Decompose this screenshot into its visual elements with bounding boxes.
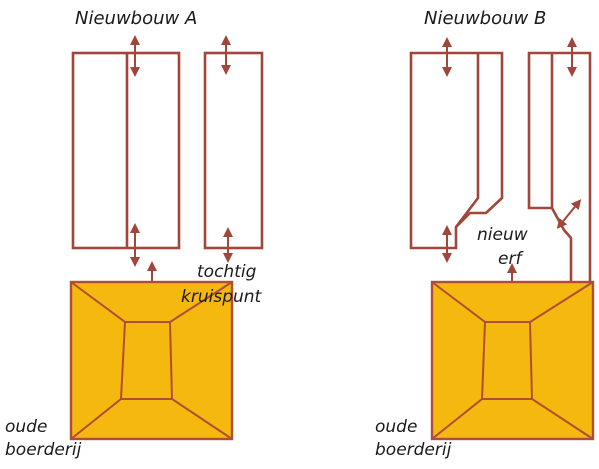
label-b-boerderij: boerderij [375, 440, 452, 460]
farm-a [69, 280, 234, 441]
label-nieuw: nieuw [477, 225, 528, 245]
farm-b-hip-right [528, 281, 594, 440]
farm-a-hip-left [70, 281, 127, 440]
label-a-oude: oude [5, 417, 47, 437]
label-kruispunt: kruispunt [181, 287, 263, 307]
block-b1-divider [454, 53, 480, 228]
block-a2 [203, 51, 264, 250]
title-a: Nieuwbouw A [75, 8, 197, 29]
label-a-boerderij: boerderij [5, 440, 82, 460]
farm-a-hip-right [168, 281, 233, 440]
arrow-b2-diag [556, 199, 582, 229]
label-tochtig: tochtig [197, 262, 257, 282]
farm-b [430, 280, 595, 441]
label-erf: erf [498, 249, 524, 269]
label-b-oude: oude [375, 417, 417, 437]
block-b2 [527, 51, 592, 285]
title-b: Nieuwbouw B [424, 8, 546, 29]
block-b1 [409, 51, 504, 250]
farm-b-hip-left [431, 281, 487, 440]
